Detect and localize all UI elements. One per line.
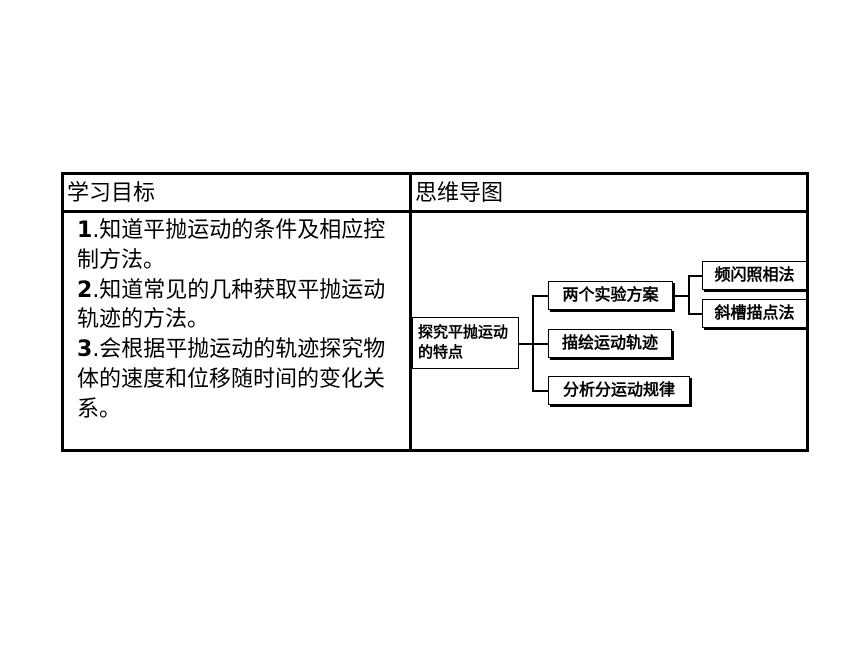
goal-number: 3	[77, 337, 93, 363]
goal-text: .知道平抛运动的条件及相应控制方法。	[77, 218, 386, 273]
branch-two-schemes: 两个实验方案	[548, 281, 673, 310]
goal-item-1: 1.知道平抛运动的条件及相应控制方法。	[77, 216, 402, 276]
branch-draw-trajectory: 描绘运动轨迹	[548, 329, 672, 358]
goal-number: 1	[77, 218, 93, 243]
goal-item-3: 3.会根据平抛运动的轨迹探究物体的速度和位移随时间的变化关系。	[77, 335, 402, 424]
connector-line	[519, 343, 532, 345]
goal-text: .知道常见的几种获取平抛运动轨迹的方法。	[77, 277, 386, 333]
connector-line	[688, 275, 702, 277]
header-learning-goals: 学习目标	[67, 181, 156, 206]
branch-analyze-motion: 分析分运动规律	[548, 376, 690, 405]
sub-branch-flash-photo: 频闪照相法	[702, 261, 807, 290]
connector-line	[532, 390, 548, 392]
connector-line	[688, 313, 702, 315]
connector-line	[532, 343, 548, 345]
learning-table: 学习目标 思维导图 1.知道平抛运动的条件及相应控制方法。 2.知道常见的几种获…	[61, 172, 809, 452]
header-divider	[64, 210, 806, 213]
mindmap-root-node: 探究平抛运动的特点	[412, 317, 519, 369]
mind-map: 探究平抛运动的特点 两个实验方案 描绘运动轨迹 分析分运动规律 频闪照相法 斜槽…	[412, 213, 807, 449]
goals-list: 1.知道平抛运动的条件及相应控制方法。 2.知道常见的几种获取平抛运动轨迹的方法…	[77, 216, 402, 425]
goal-number: 2	[77, 277, 93, 303]
goal-text: .会根据平抛运动的轨迹探究物体的速度和位移随时间的变化关系。	[77, 337, 386, 422]
connector-line	[532, 295, 548, 297]
connector-line	[688, 275, 690, 314]
sub-branch-slope-trace: 斜槽描点法	[702, 299, 807, 328]
connector-line	[673, 295, 688, 297]
header-mind-map: 思维导图	[415, 181, 504, 206]
column-divider	[409, 175, 412, 449]
goal-item-2: 2.知道常见的几种获取平抛运动轨迹的方法。	[77, 276, 402, 336]
